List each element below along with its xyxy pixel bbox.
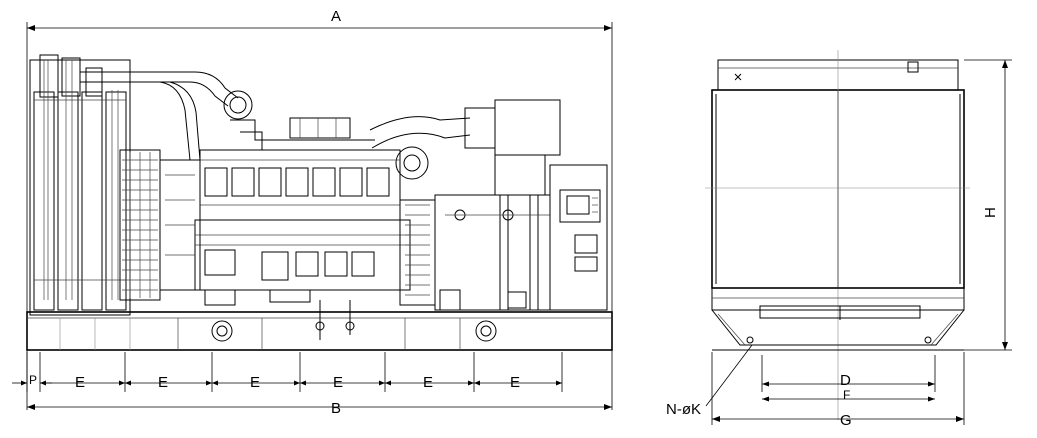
- dimension-b: [27, 404, 612, 410]
- flywheel-housing: [399, 199, 436, 306]
- label-e-3: E: [250, 374, 260, 391]
- label-nk: N-øK: [666, 401, 701, 418]
- side-view: A: [12, 8, 613, 417]
- label-e-1: E: [75, 374, 85, 391]
- label-f: F: [843, 388, 850, 402]
- dimension-g: [711, 352, 965, 425]
- front-view: H D F G N-øK: [666, 50, 1012, 429]
- dimension-a: [26, 22, 613, 410]
- control-panel: [549, 164, 608, 311]
- dimension-d: [761, 355, 936, 392]
- alternator: [434, 154, 551, 311]
- label-a: A: [331, 8, 341, 25]
- label-b: B: [331, 400, 341, 417]
- dimension-f: [762, 396, 935, 402]
- label-g: G: [840, 412, 852, 429]
- label-h: H: [982, 207, 999, 218]
- exhaust-pipes: [80, 71, 561, 180]
- dimension-h: [964, 59, 1012, 351]
- label-e-4: E: [333, 374, 343, 391]
- radiator: [29, 54, 161, 316]
- label-p: P: [29, 373, 37, 387]
- dimension-e-chain: [12, 352, 563, 392]
- leader-nk: [705, 344, 753, 407]
- label-e-5: E: [423, 374, 433, 391]
- engine-block: [159, 149, 411, 306]
- label-e-6: E: [510, 374, 520, 391]
- label-d: D: [840, 372, 851, 389]
- label-e-2: E: [158, 374, 168, 391]
- base-frame: [26, 300, 613, 351]
